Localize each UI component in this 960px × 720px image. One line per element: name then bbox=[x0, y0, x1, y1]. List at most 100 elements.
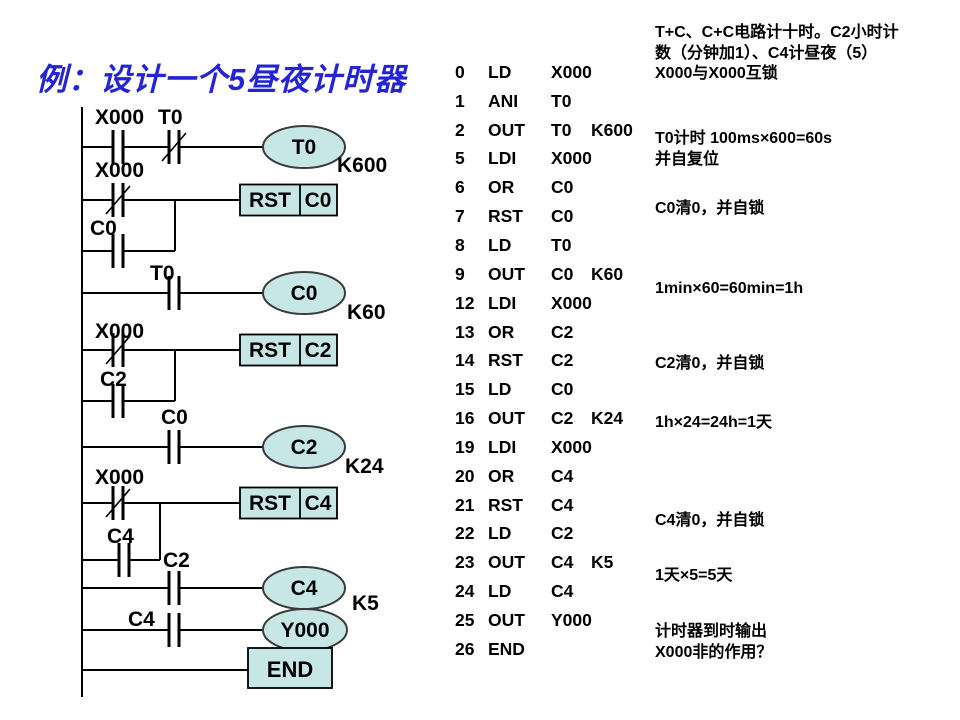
instruction-row: 25 OUT Y000 bbox=[455, 606, 685, 635]
contact-no bbox=[111, 384, 125, 418]
contact-label: T0 bbox=[150, 262, 175, 285]
opcode: OUT bbox=[488, 263, 525, 284]
opcode: RST bbox=[488, 494, 523, 515]
opcode: LD bbox=[488, 234, 512, 255]
coil-label: C4 bbox=[291, 577, 318, 600]
rung-2: X000 C0 RST C0 bbox=[82, 159, 338, 268]
note-t0-timing: T0计时 100ms×600=60s 并自复位 bbox=[655, 130, 833, 168]
end-label: END bbox=[267, 657, 313, 682]
step-number: 5 bbox=[455, 148, 465, 169]
note-day-math: 1天×5=5天 bbox=[655, 567, 733, 584]
contact-no bbox=[167, 430, 181, 464]
opcode: RST bbox=[488, 206, 523, 227]
contact-label: C2 bbox=[163, 549, 190, 572]
step-number: 15 bbox=[455, 379, 475, 400]
step-number: 9 bbox=[455, 263, 465, 284]
step-number: 20 bbox=[455, 465, 475, 486]
rst-target: C4 bbox=[305, 492, 332, 515]
opcode: LD bbox=[488, 523, 512, 544]
operand-1: C4 bbox=[551, 552, 574, 573]
rung-1: X000 T0 T0 K600 bbox=[82, 106, 387, 177]
instruction-row: 22 LD C2 bbox=[455, 520, 685, 549]
k-constant: K24 bbox=[345, 455, 384, 478]
rst-box bbox=[239, 486, 338, 520]
note-c0-clear: C0清0，并自锁 bbox=[655, 200, 765, 217]
instruction-row: 0 LD X000 bbox=[455, 58, 685, 87]
contact-nc bbox=[105, 333, 131, 367]
contact-label: X000 bbox=[95, 106, 144, 129]
opcode: OUT bbox=[488, 552, 525, 573]
operand-1: X000 bbox=[551, 148, 592, 169]
opcode: LDI bbox=[488, 436, 517, 457]
operand-1: X000 bbox=[551, 436, 592, 457]
rst-box bbox=[239, 333, 338, 367]
instruction-row: 16 OUT C2 K24 bbox=[455, 404, 685, 433]
end-box bbox=[247, 647, 333, 689]
contact-label: C2 bbox=[100, 368, 127, 391]
contact-label: X000 bbox=[95, 159, 144, 182]
operand-1: X000 bbox=[551, 61, 592, 82]
opcode: OUT bbox=[488, 119, 525, 140]
opcode: LDI bbox=[488, 292, 517, 313]
note-minute-math: 1min×60=60min=1h bbox=[655, 280, 804, 297]
contact-no bbox=[167, 613, 181, 647]
contact-nc bbox=[105, 486, 131, 520]
operand-1: C0 bbox=[551, 263, 574, 284]
step-number: 16 bbox=[455, 408, 475, 429]
rung-7: C2 C4 K5 bbox=[82, 549, 379, 615]
operand-1: T0 bbox=[551, 119, 572, 140]
opcode: OR bbox=[488, 321, 515, 342]
rst-cmd: RST bbox=[249, 189, 291, 212]
operand-1: C2 bbox=[551, 523, 574, 544]
operand-2: K24 bbox=[591, 408, 624, 429]
step-number: 19 bbox=[455, 436, 475, 457]
contact-nc bbox=[105, 183, 131, 217]
instruction-row: 9 OUT C0 K60 bbox=[455, 260, 685, 289]
opcode: LD bbox=[488, 61, 512, 82]
step-number: 6 bbox=[455, 177, 465, 198]
step-number: 24 bbox=[455, 581, 475, 602]
step-number: 12 bbox=[455, 292, 475, 313]
opcode: ANI bbox=[488, 90, 519, 111]
operand-2: K600 bbox=[591, 119, 633, 140]
contact-nc bbox=[161, 130, 187, 164]
contact-label: C0 bbox=[90, 217, 117, 240]
coil-label: C0 bbox=[291, 282, 318, 305]
operand-1: C0 bbox=[551, 379, 574, 400]
contact-no bbox=[167, 571, 181, 605]
opcode: LD bbox=[488, 581, 512, 602]
operand-1: X000 bbox=[551, 292, 592, 313]
opcode: OR bbox=[488, 465, 515, 486]
operand-1: C2 bbox=[551, 350, 574, 371]
instruction-row: 1 ANI T0 bbox=[455, 87, 685, 116]
contact-label: T0 bbox=[158, 106, 183, 129]
step-number: 21 bbox=[455, 494, 475, 515]
k-constant: K5 bbox=[352, 592, 379, 615]
coil-label: Y000 bbox=[280, 619, 329, 642]
instruction-row: 6 OR C0 bbox=[455, 173, 685, 202]
step-number: 22 bbox=[455, 523, 475, 544]
note-overview: T+C、C+C电路计十时。C2小时计 数（分钟加1）、C4计昼夜（5） X000… bbox=[655, 24, 899, 82]
instruction-row: 21 RST C4 bbox=[455, 491, 685, 520]
note-c4-clear: C4清0，并自锁 bbox=[655, 512, 765, 529]
instruction-list: 0 LD X000 1 ANI T0 2 OUT T0 K600 5 LD bbox=[455, 58, 685, 664]
rst-cmd: RST bbox=[249, 339, 291, 362]
operand-1: C4 bbox=[551, 465, 574, 486]
contact-no bbox=[167, 276, 181, 310]
step-number: 25 bbox=[455, 609, 475, 630]
opcode: OR bbox=[488, 177, 515, 198]
step-number: 13 bbox=[455, 321, 475, 342]
rst-box bbox=[239, 183, 338, 217]
rst-cmd: RST bbox=[249, 492, 291, 515]
contact-label: C0 bbox=[161, 406, 188, 429]
step-number: 14 bbox=[455, 350, 475, 371]
contact-label: X000 bbox=[95, 466, 144, 489]
instruction-row: 20 OR C4 bbox=[455, 462, 685, 491]
opcode: LD bbox=[488, 379, 512, 400]
instruction-row: 19 LDI X000 bbox=[455, 433, 685, 462]
coil-label: C2 bbox=[291, 436, 318, 459]
instruction-row: 5 LDI X000 bbox=[455, 145, 685, 174]
instruction-row: 15 LD C0 bbox=[455, 375, 685, 404]
coil-ellipse bbox=[262, 125, 346, 169]
contact-label: C4 bbox=[128, 608, 155, 631]
